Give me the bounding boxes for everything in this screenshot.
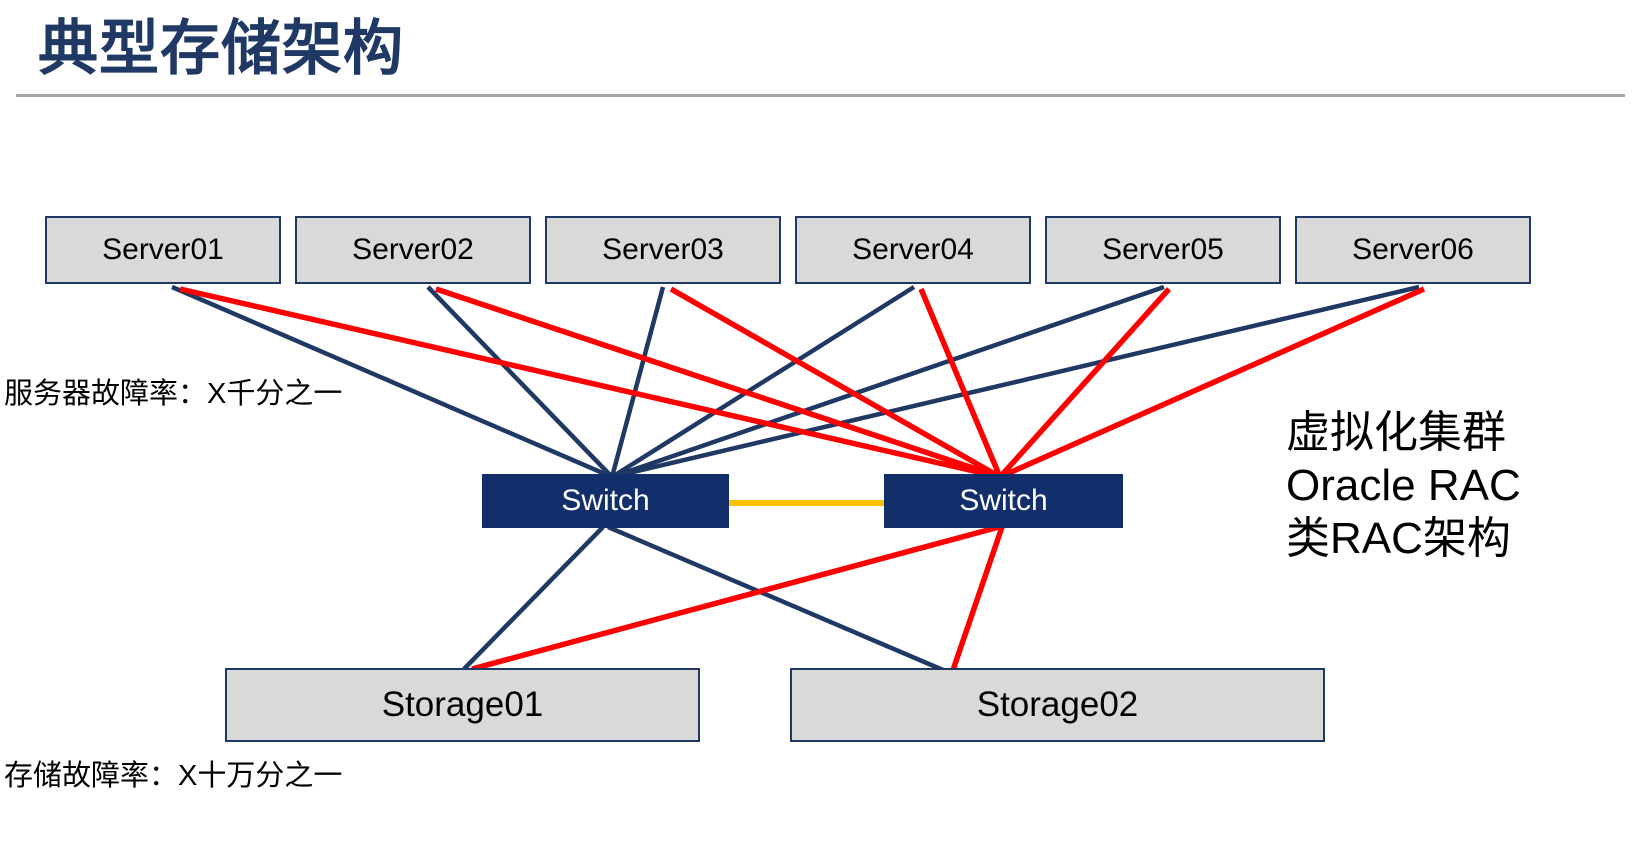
- cluster-note: 虚拟化集群 Oracle RAC 类RAC架构: [1286, 406, 1521, 565]
- edge-server05-to-switch-left: [611, 284, 1165, 480]
- edge-server02-to-switch-left: [426, 285, 614, 479]
- edge-switch-right-to-storage01: [471, 524, 1000, 672]
- storage-failure-rate-label: 存储故障率：X十万分之一: [4, 760, 343, 792]
- edge-server03-to-switch-left: [609, 286, 666, 478]
- edge-server05-to-switch-right: [997, 287, 1172, 479]
- edge-server06-to-switch-right: [998, 286, 1426, 480]
- cluster-note-line-3: 类RAC架构: [1286, 514, 1511, 563]
- server02-node: Server02: [295, 216, 531, 284]
- switch-right-node: Switch: [884, 474, 1123, 528]
- edge-server04-to-switch-left: [610, 285, 916, 479]
- edge-server03-to-switch-right: [669, 286, 1002, 480]
- edge-server01-to-switch-left: [171, 284, 613, 480]
- server06-node: Server06: [1295, 216, 1531, 284]
- server03-node: Server03: [545, 216, 781, 284]
- storage01-node: Storage01: [225, 668, 700, 742]
- cluster-note-line-2: Oracle RAC: [1286, 461, 1521, 510]
- server-failure-rate-label: 服务器故障率：X千分之一: [4, 378, 343, 410]
- edge-server04-to-switch-right: [918, 287, 1003, 479]
- edge-server02-to-switch-right: [435, 286, 1001, 480]
- edge-switch-left-to-storage02: [607, 524, 944, 673]
- cluster-note-line-1: 虚拟化集群: [1286, 408, 1506, 457]
- switch-left-node: Switch: [482, 474, 729, 528]
- server04-node: Server04: [795, 216, 1031, 284]
- edge-server01-to-switch-right: [179, 286, 1001, 480]
- server05-node: Server05: [1045, 216, 1281, 284]
- title-underline-rule: [16, 94, 1625, 97]
- storage02-node: Storage02: [790, 668, 1325, 742]
- edge-server06-to-switch-left: [611, 284, 1420, 480]
- server01-node: Server01: [45, 216, 281, 284]
- edge-switch-right-to-storage02: [950, 526, 1005, 671]
- page-title: 典型存储架构: [38, 15, 404, 82]
- edge-switch-left-to-storage01: [462, 525, 605, 671]
